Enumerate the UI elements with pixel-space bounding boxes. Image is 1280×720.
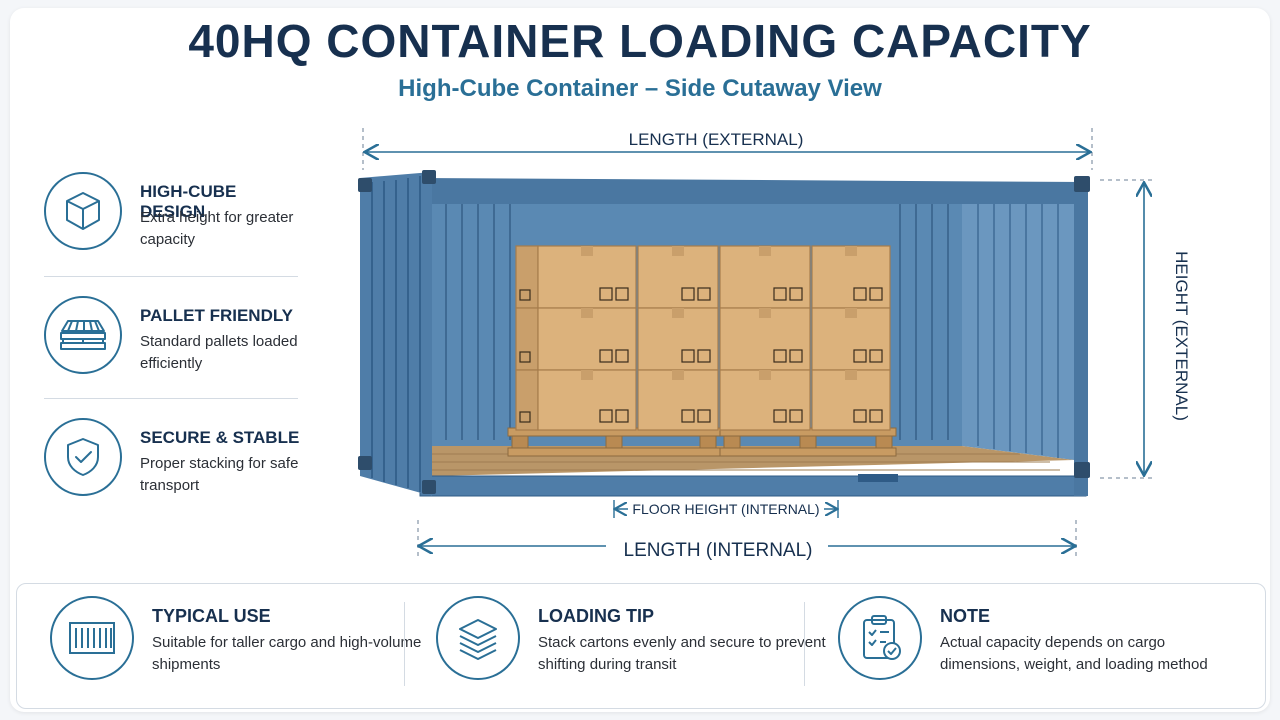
feature-pallet-friendly: PALLET FRIENDLY Standard pallets loaded … xyxy=(44,296,304,386)
fragile-mark-icon xyxy=(773,409,787,423)
clipboard-check-icon xyxy=(838,596,922,680)
fragile-mark-icon xyxy=(681,409,695,423)
info-card-description: Stack cartons evenly and secure to preve… xyxy=(538,634,826,673)
length-external-label: LENGTH (EXTERNAL) xyxy=(629,130,804,149)
carton-tape xyxy=(845,370,857,380)
divider xyxy=(44,398,298,399)
container-roof xyxy=(420,178,1086,204)
carton xyxy=(515,307,539,371)
floor-height-label: FLOOR HEIGHT (INTERNAL) xyxy=(632,501,819,517)
this-side-up-icon xyxy=(869,349,883,363)
carton-tape xyxy=(845,246,857,256)
feature-title: HIGH-CUBE DESIGN xyxy=(140,182,237,221)
carton-tape xyxy=(581,370,593,380)
carton-label-icon xyxy=(519,411,531,423)
this-side-up-icon xyxy=(869,409,883,423)
feature-secure-stable: SECURE & STABLE Proper stacking for safe… xyxy=(44,418,304,508)
carton-label-icon xyxy=(519,351,531,363)
page-subtitle: High-Cube Container – Side Cutaway View xyxy=(398,75,882,102)
label-bg xyxy=(612,128,818,150)
fragile-mark-icon xyxy=(599,287,613,301)
this-side-up-icon xyxy=(697,287,711,301)
carton-tape xyxy=(845,308,857,318)
divider xyxy=(804,602,805,686)
carton-tape xyxy=(672,246,684,256)
height-external-label: HEIGHT (EXTERNAL) xyxy=(1172,251,1191,421)
label-bg xyxy=(606,535,828,559)
back-wall-corrugation xyxy=(445,196,949,440)
this-side-up-icon xyxy=(615,349,629,363)
cube-icon xyxy=(44,172,122,250)
feature-title: PALLET FRIENDLY xyxy=(140,306,294,325)
feature-description: Proper stacking for safe transport xyxy=(140,455,299,494)
info-card-title: NOTE xyxy=(940,606,991,626)
this-side-up-icon xyxy=(615,409,629,423)
this-side-up-icon xyxy=(789,409,803,423)
carton-tape xyxy=(672,308,684,318)
feature-title: SECURE & STABLE xyxy=(140,428,300,447)
carton-tape xyxy=(759,246,771,256)
fragile-mark-icon xyxy=(681,287,695,301)
carton xyxy=(515,369,539,431)
end-wall-corrugation xyxy=(977,194,1059,458)
fragile-mark-icon xyxy=(853,287,867,301)
label-bg xyxy=(628,499,824,519)
feature-high-cube: HIGH-CUBE DESIGN Extra height for greate… xyxy=(44,172,304,262)
this-side-up-icon xyxy=(789,349,803,363)
page-title: 40HQ CONTAINER LOADING CAPACITY xyxy=(188,15,1092,67)
fragile-mark-icon xyxy=(853,349,867,363)
this-side-up-icon xyxy=(789,287,803,301)
pallet-icon xyxy=(44,296,122,374)
container-end-wall xyxy=(962,190,1074,460)
container-bottom-rail xyxy=(419,475,1087,497)
pallet xyxy=(719,427,897,457)
this-side-up-icon xyxy=(615,287,629,301)
carton xyxy=(637,307,719,371)
carton xyxy=(637,245,719,309)
length-internal-label: LENGTH (INTERNAL) xyxy=(624,540,813,561)
carton-tape xyxy=(672,370,684,380)
label-bg xyxy=(1150,270,1196,400)
info-card-title: LOADING TIP xyxy=(538,606,654,626)
this-side-up-icon xyxy=(869,287,883,301)
this-side-up-icon xyxy=(697,409,711,423)
fragile-mark-icon xyxy=(681,349,695,363)
layers-icon xyxy=(436,596,520,680)
carton-label-icon xyxy=(519,289,531,301)
carton-tape xyxy=(759,370,771,380)
forklift-pocket xyxy=(858,474,898,482)
left-frame-corrugation xyxy=(371,176,421,492)
info-card-description: Suitable for taller cargo and high-volum… xyxy=(152,634,422,673)
fragile-mark-icon xyxy=(773,287,787,301)
fragile-mark-icon xyxy=(599,409,613,423)
info-card-loading-tip: LOADING TIP Stack cartons evenly and sec… xyxy=(436,596,826,696)
feature-description: Extra height for greater capacity xyxy=(140,209,294,248)
carton-stack xyxy=(515,245,891,431)
carton-tape xyxy=(759,308,771,318)
container-icon xyxy=(50,596,134,680)
container-diagram: LENGTH (EXTERNAL) xyxy=(358,128,1196,561)
info-card-description: Actual capacity depends on cargo dimensi… xyxy=(940,634,1208,673)
fragile-mark-icon xyxy=(853,409,867,423)
container-right-post xyxy=(1074,182,1088,496)
shield-check-icon xyxy=(44,418,122,496)
divider xyxy=(404,602,405,686)
fragile-mark-icon xyxy=(599,349,613,363)
this-side-up-icon xyxy=(697,349,711,363)
carton xyxy=(537,245,637,309)
carton xyxy=(811,369,891,431)
info-panel xyxy=(16,583,1266,709)
fragile-mark-icon xyxy=(773,349,787,363)
carton xyxy=(515,245,539,309)
feature-description: Standard pallets loaded efficiently xyxy=(140,333,298,372)
info-card-note: NOTE Actual capacity depends on cargo di… xyxy=(838,596,1228,696)
info-card-typical-use: TYPICAL USE Suitable for taller cargo an… xyxy=(50,596,421,696)
corner-castings xyxy=(358,170,1090,494)
carton-tape xyxy=(581,308,593,318)
carton-tape xyxy=(581,246,593,256)
divider xyxy=(44,276,298,277)
info-card-title: TYPICAL USE xyxy=(152,606,271,626)
